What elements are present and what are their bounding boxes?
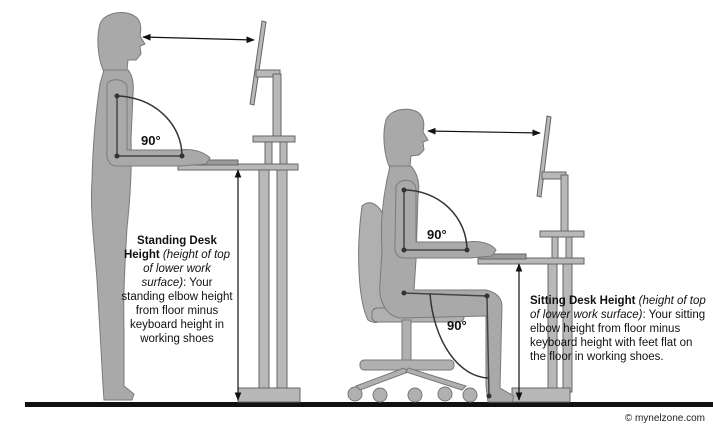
standing-arm [106, 79, 211, 167]
sitting-caption-description: : Your sitting elbow height from floor m… [530, 309, 706, 363]
sitting-arm [394, 179, 497, 259]
sitting-viewing-distance-arrow [427, 127, 541, 137]
sitting-angle-guides [403, 189, 490, 397]
sitting-knee-angle-label: 90° [447, 318, 467, 333]
sitting-caption-note: (height of top of lower work surface) [530, 295, 706, 321]
standing-caption-title: Standing Desk Height [123, 235, 217, 261]
sitting-elbow-angle-label: 90° [427, 227, 447, 242]
standing-caption-description: : Your standing elbow height from floor … [121, 277, 233, 345]
sitting-work-surface [477, 257, 585, 265]
standing-head [97, 12, 146, 73]
standing-monitor [249, 20, 267, 106]
standing-caption-note: (height of top of lower work surface) [141, 249, 231, 289]
standing-angle-guide [116, 95, 183, 157]
standing-viewing-distance-arrow [142, 33, 255, 44]
standing-person [90, 12, 211, 401]
copyright-notice: © mynelzone.com [624, 413, 705, 424]
sitting-head [383, 108, 429, 169]
sitting-caption-title: Sitting Desk Height [530, 295, 636, 307]
sitting-monitor [536, 115, 552, 198]
standing-elbow-angle-label: 90° [141, 133, 161, 148]
floor-line [25, 402, 713, 407]
sitting-desk-caption: Sitting Desk Height (height of top of lo… [530, 294, 706, 364]
standing-desk-caption: Standing Desk Height (height of top of l… [120, 234, 234, 346]
sitting-desk [477, 115, 585, 403]
